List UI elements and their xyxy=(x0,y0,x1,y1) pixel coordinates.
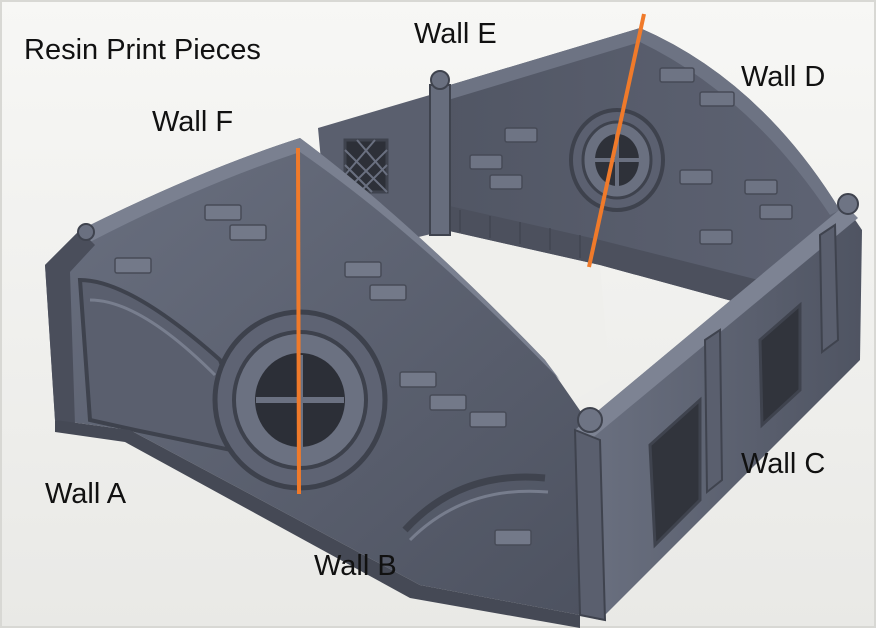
front-wall-bricks xyxy=(114,204,532,546)
wall-b-curve-trim xyxy=(402,473,546,533)
front-base xyxy=(55,420,580,628)
corner-knob-front xyxy=(577,407,603,433)
corner-post-back xyxy=(429,84,451,236)
wall-de-top-band xyxy=(440,28,840,215)
wall-a-arch-trim xyxy=(89,298,217,377)
back-wall-bricks xyxy=(469,67,793,245)
cut-line-wall-f xyxy=(296,147,301,495)
back-round-window xyxy=(569,108,665,212)
wall-c-top-edge xyxy=(575,205,858,440)
wall-c-windows xyxy=(648,301,802,549)
wall-b-label: Wall B xyxy=(314,550,397,582)
cut-line-wall-e xyxy=(587,13,646,268)
corner-knob-right xyxy=(837,193,859,215)
wall-c-label: Wall C xyxy=(741,448,826,480)
corner-knob-left xyxy=(77,223,95,241)
title-label: Resin Print Pieces xyxy=(24,34,261,66)
wall-a-label: Wall A xyxy=(45,478,127,510)
lattice-window xyxy=(343,138,389,194)
wall-d-label: Wall D xyxy=(741,61,826,93)
corner-knob-back xyxy=(430,70,450,90)
corner-post-left xyxy=(45,230,95,425)
wall-f-label: Wall F xyxy=(152,106,234,138)
wall-c-posts xyxy=(573,223,840,622)
wall-e-label: Wall E xyxy=(414,18,497,50)
